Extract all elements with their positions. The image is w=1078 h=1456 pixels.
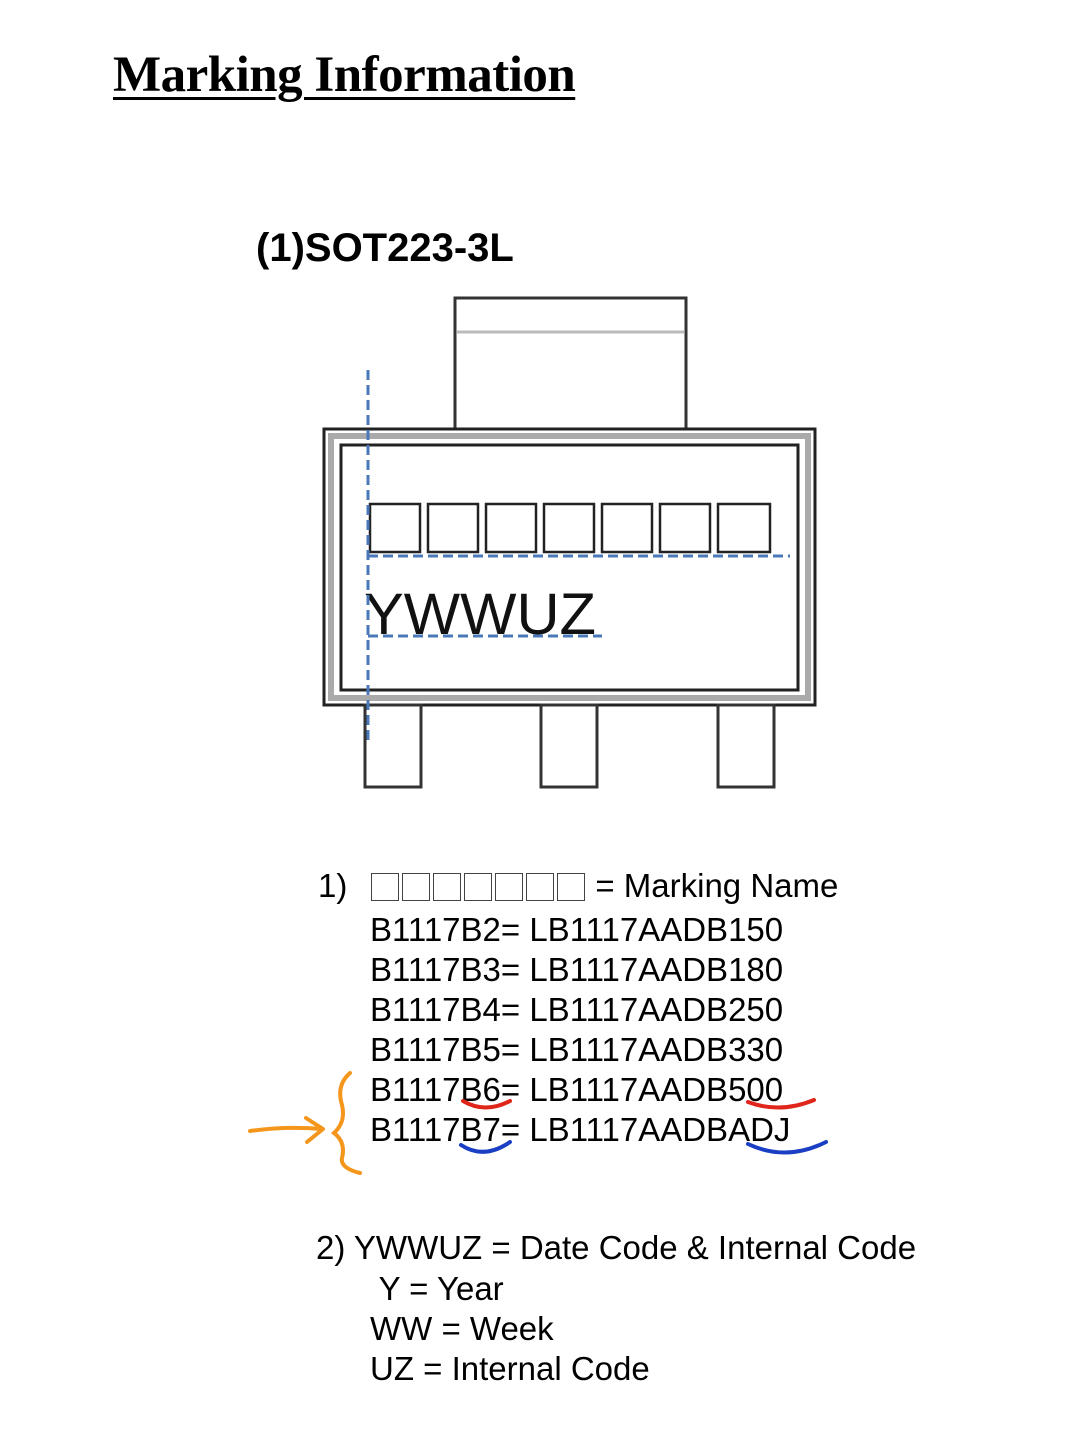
marking-entry: B1117B2= LB1117AADB150 — [370, 911, 784, 948]
package-pin-1 — [363, 703, 423, 789]
marking-boxes — [368, 502, 772, 554]
date-code-item: Y = Year — [370, 1270, 504, 1307]
orange-arrow-icon — [248, 1116, 325, 1144]
orange-brace — [330, 1071, 362, 1175]
page-title: Marking Information — [113, 47, 576, 103]
marking-entry: B1117B7= LB1117AADBADJ — [370, 1111, 791, 1148]
package-pin-3 — [716, 703, 776, 789]
package-pin-2 — [539, 703, 599, 789]
legend-1-number: 1) — [318, 867, 348, 904]
guide-lines — [366, 370, 790, 740]
section-title: (1)SOT223-3L — [256, 226, 514, 270]
marking-entry: B1117B3= LB1117AADB180 — [370, 951, 784, 988]
marking-name-header: 1) = Marking Name — [318, 866, 838, 906]
marking-entry: B1117B6= LB1117AADB500 — [370, 1071, 784, 1108]
package-tab — [453, 296, 688, 431]
date-code-heading: 2) YWWUZ = Date Code & Internal Code — [316, 1229, 917, 1266]
marking-entry: B1117B5= LB1117AADB330 — [370, 1031, 784, 1068]
marking-entry: B1117B4= LB1117AADB250 — [370, 991, 784, 1028]
marking-name-boxes — [371, 873, 586, 901]
legend-1-label: = Marking Name — [595, 867, 839, 904]
date-code-item: WW = Week — [370, 1310, 554, 1347]
package-drawing: YWWUZ — [322, 296, 817, 789]
date-code-item: UZ = Internal Code — [370, 1350, 650, 1387]
